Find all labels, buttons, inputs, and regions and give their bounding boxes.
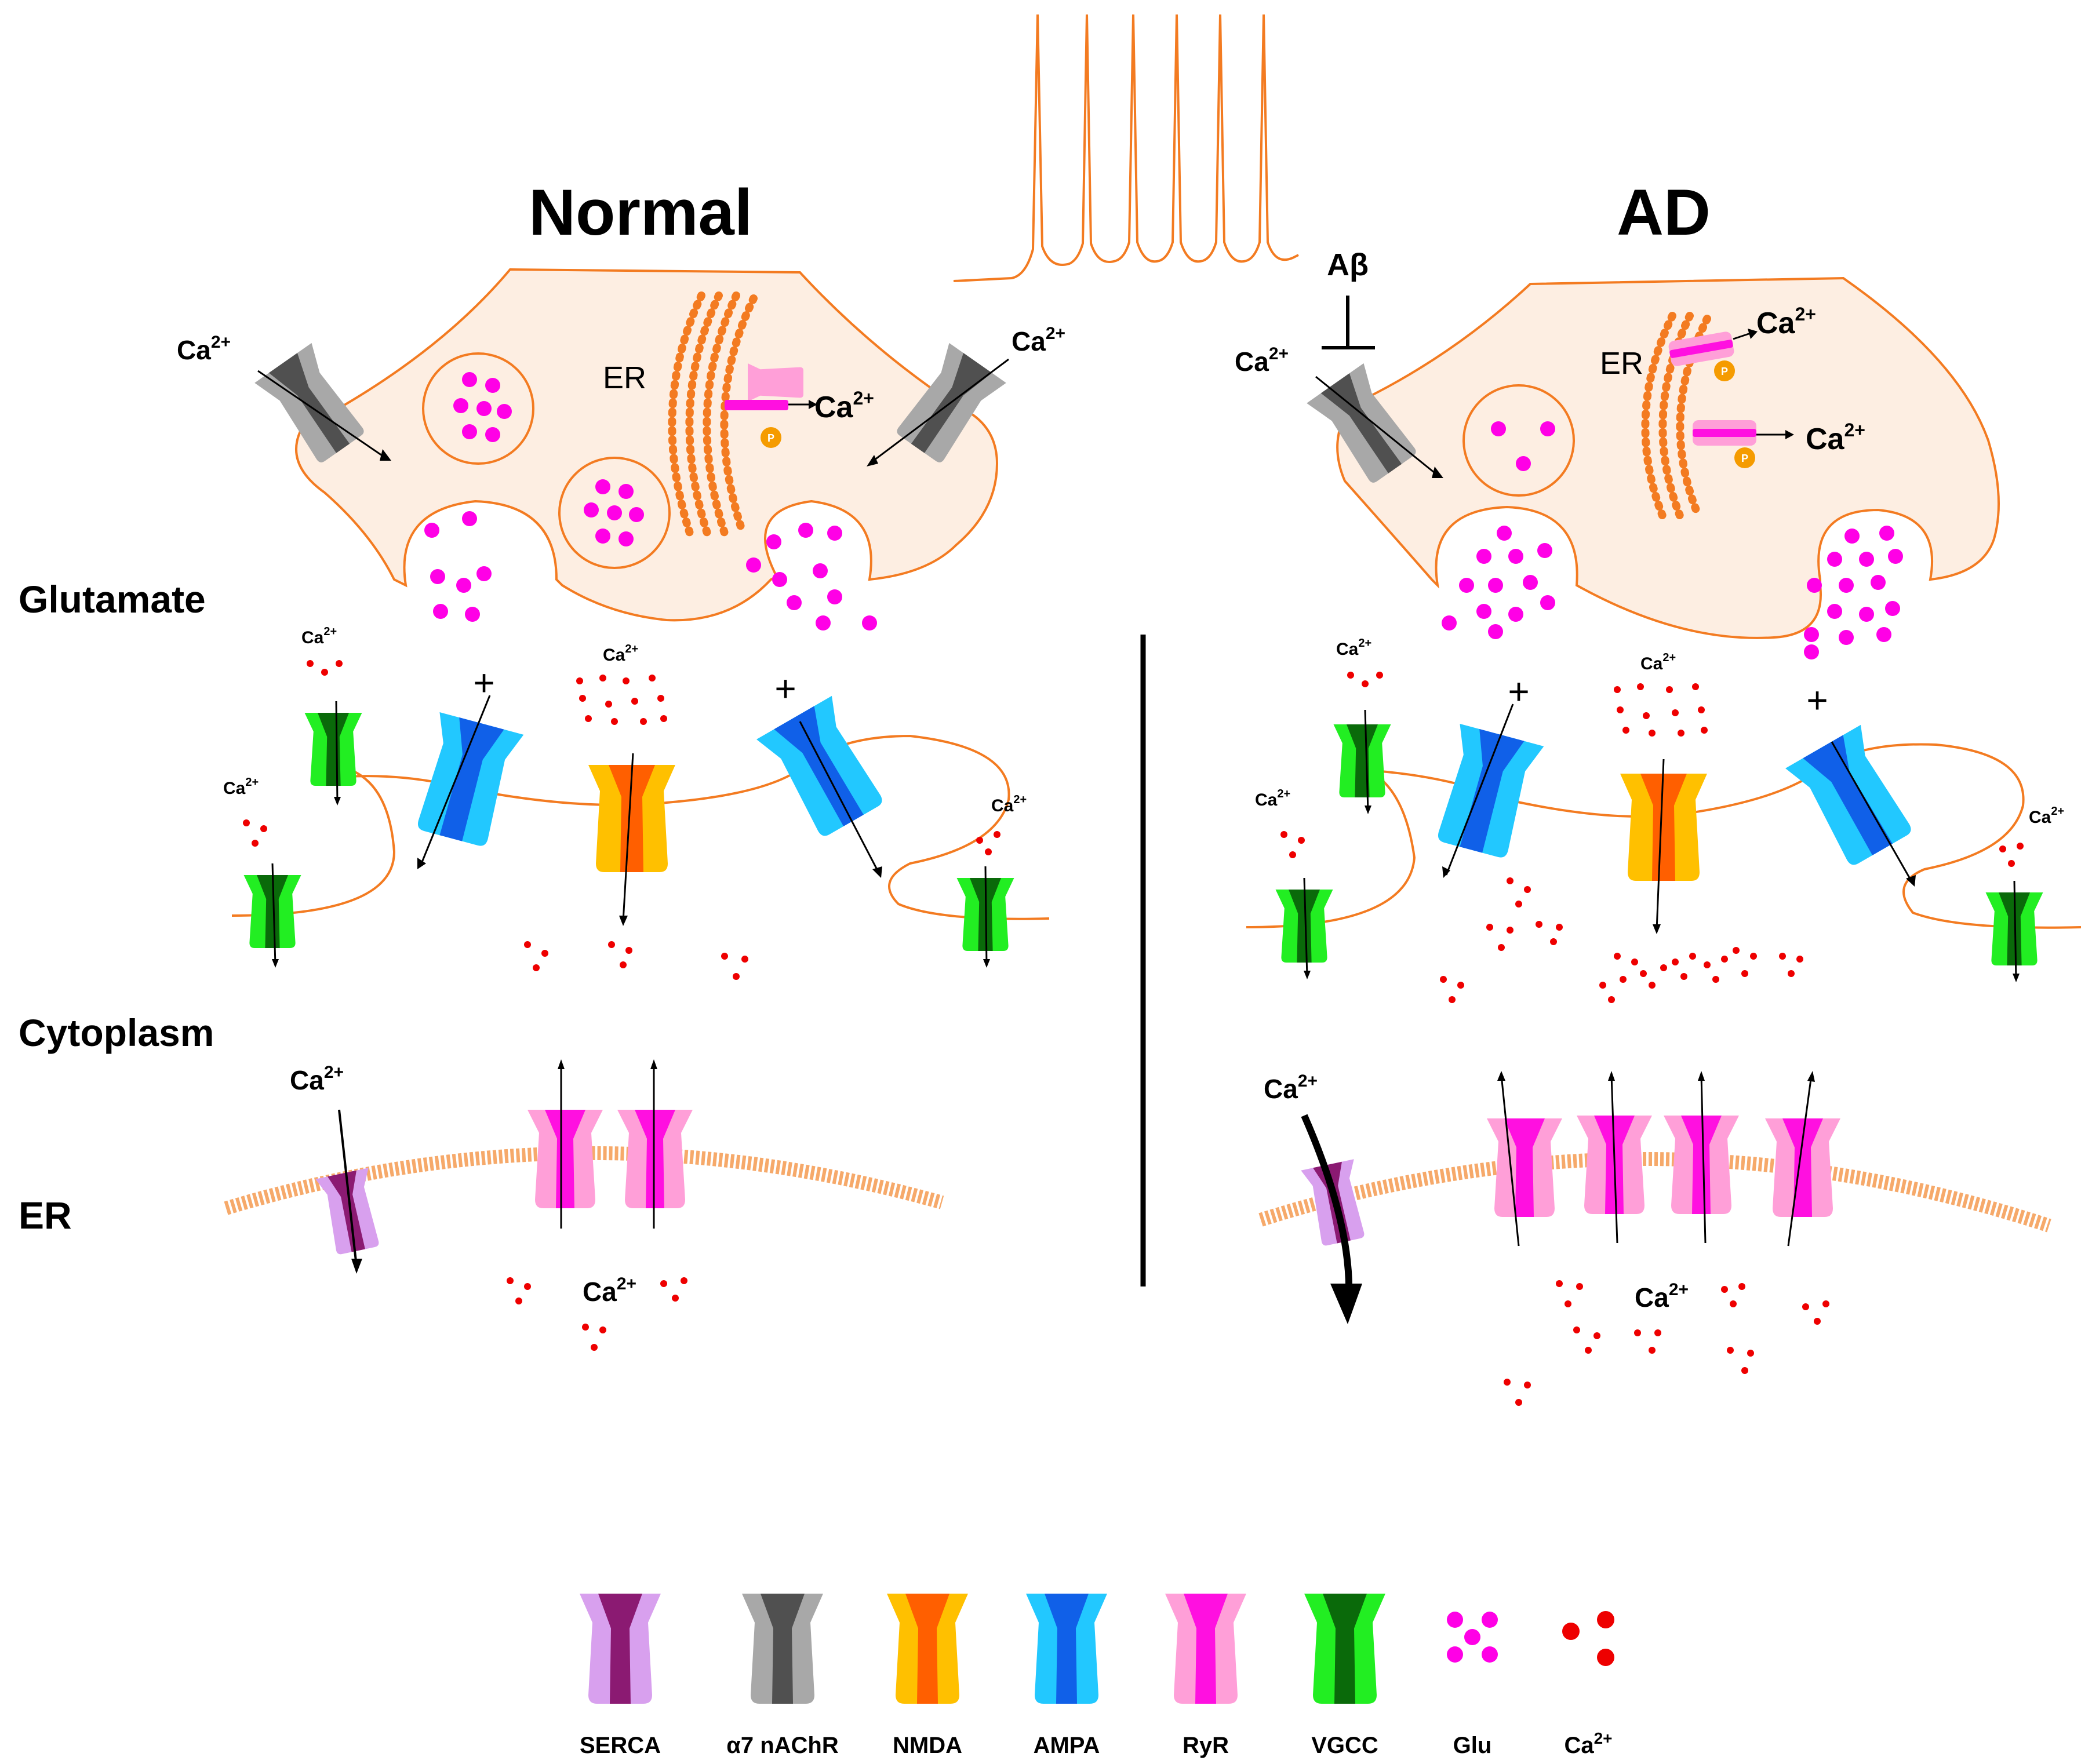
legend-label: AMPA xyxy=(1034,1733,1100,1758)
ca-label-vgcc-ad-right: Ca2+ xyxy=(2029,805,2064,827)
ryr-presynaptic-normal-core xyxy=(725,400,788,410)
ampa-normal-right xyxy=(756,695,882,836)
ca-label-vgcc-ad-left: Ca2+ xyxy=(1255,788,1290,810)
label-glutamate: Glutamate xyxy=(19,578,206,621)
legend-item-ampa: AMPA xyxy=(1026,1594,1107,1758)
phospho-label-ad-1: P xyxy=(1721,366,1728,377)
er-stack-normal xyxy=(668,291,758,537)
ca-label-nmda-normal: Ca2+ xyxy=(603,643,638,665)
ca-label-vgcc-normal-top: Ca2+ xyxy=(301,625,337,647)
panel-title-normal: Normal xyxy=(529,176,752,249)
ca-label-nachr-ad: Ca2+ xyxy=(1235,344,1289,377)
serca-normal xyxy=(315,1168,379,1255)
vgcc-ad-top xyxy=(1333,724,1391,797)
plus-sign-ad-left: + xyxy=(1508,670,1529,712)
abeta-label: Aβ xyxy=(1327,247,1369,282)
phospho-label-normal: P xyxy=(767,432,774,444)
panel-title-ad: AD xyxy=(1617,176,1711,249)
ca-label-ryr-ad-2: Ca2+ xyxy=(1806,420,1865,456)
legend-item-vgcc: VGCC xyxy=(1304,1594,1385,1758)
ryr-er-normal-1 xyxy=(527,1110,603,1208)
plus-sign-normal-left: + xyxy=(473,662,494,704)
vgcc-normal-top xyxy=(304,713,362,786)
legend-item--7-nachr: α7 nAChR xyxy=(726,1594,839,1758)
legend-label: RyR xyxy=(1183,1733,1229,1758)
label-cytoplasm: Cytoplasm xyxy=(19,1011,214,1054)
legend: SERCA α7 nAChR NMDA AMPA RyR VGCC Glu Ca2+ xyxy=(580,1594,1614,1758)
legend-item-nmda: NMDA xyxy=(887,1594,968,1758)
legend-item-ca2-: Ca2+ xyxy=(1562,1611,1614,1758)
ampa-ad-left xyxy=(1438,723,1544,858)
legend-label: VGCC xyxy=(1311,1733,1378,1758)
glu-vesicle-ad-1 xyxy=(1491,421,1555,471)
ryr-er-ad-1 xyxy=(1487,1118,1562,1217)
postsynaptic-membrane-ad xyxy=(1246,743,2082,929)
ca-label-ryr-normal: Ca2+ xyxy=(814,388,874,424)
ryr-presynaptic-ad-2 xyxy=(1693,420,1756,468)
er-label-ad: ER xyxy=(1600,346,1643,381)
abeta-inhibition-symbol xyxy=(1322,296,1375,349)
vgcc-normal-bottom-left xyxy=(243,875,301,948)
legend-item-glu: Glu xyxy=(1447,1612,1498,1758)
ca-label-nmda-ad: Ca2+ xyxy=(1640,651,1676,673)
vgcc-ad-bottom-left xyxy=(1275,890,1333,963)
ca-label-er-ad: Ca2+ xyxy=(1635,1280,1689,1313)
legend-item-ryr: RyR xyxy=(1165,1594,1246,1758)
plus-sign-normal-right: + xyxy=(774,668,796,709)
glu-release-ad-left xyxy=(1442,526,1555,639)
ca-ions-ad-post xyxy=(1280,672,2024,1003)
ca-label-serca-normal: Ca2+ xyxy=(290,1063,344,1095)
legend-item-serca: SERCA xyxy=(580,1594,661,1758)
glu-vesicle-normal-2 xyxy=(584,479,644,546)
ca-label-nachr-normal-right: Ca2+ xyxy=(1012,324,1065,356)
glu-release-ad-right xyxy=(1804,526,1903,659)
phospho-site-normal xyxy=(761,427,781,448)
legend-label: α7 nAChR xyxy=(726,1733,839,1758)
er-label-normal: ER xyxy=(603,360,646,395)
ampa-normal-left xyxy=(417,712,524,846)
ca-label-ryr-ad-1: Ca2+ xyxy=(1756,304,1816,340)
legend-label: SERCA xyxy=(580,1733,661,1758)
er-membrane-ad xyxy=(1258,1152,2051,1233)
ca-label-serca-ad: Ca2+ xyxy=(1264,1071,1318,1104)
ryr-er-ad-4 xyxy=(1765,1118,1840,1217)
postsynaptic-membrane-normal xyxy=(231,734,1050,920)
ryr-er-ad-3 xyxy=(1664,1116,1739,1214)
ryr-presynaptic-normal xyxy=(748,363,803,402)
ca-label-er-normal: Ca2+ xyxy=(583,1274,636,1307)
nmda-ad xyxy=(1620,774,1707,881)
label-er: ER xyxy=(19,1194,72,1237)
ampa-ad-right xyxy=(1785,724,1911,865)
plus-sign-ad-right: + xyxy=(1806,679,1828,721)
ryr-er-normal-2 xyxy=(617,1110,693,1208)
ca-label-vgcc-ad-top: Ca2+ xyxy=(1336,637,1371,659)
glu-release-normal-left xyxy=(424,511,492,622)
nmda-normal xyxy=(588,765,675,872)
legend-label: Glu xyxy=(1453,1733,1492,1758)
glu-release-normal-right xyxy=(746,523,877,630)
ca-ions-normal-post xyxy=(243,660,1000,980)
phospho-label-ad-2: P xyxy=(1741,453,1748,464)
ryr-presynaptic-ad-1 xyxy=(1668,331,1735,381)
glu-vesicle-normal-1 xyxy=(453,372,512,442)
legend-label: NMDA xyxy=(893,1733,962,1758)
ca-label-vgcc-normal-left: Ca2+ xyxy=(223,776,259,798)
presynaptic-terminal-normal xyxy=(295,268,999,622)
legend-label: Ca2+ xyxy=(1564,1729,1612,1758)
ca-ions-er-ad xyxy=(1504,1280,1829,1406)
ca-label-nachr-normal-left: Ca2+ xyxy=(177,333,231,365)
action-potential-trace xyxy=(953,14,1299,282)
nachr-normal-left xyxy=(254,342,364,462)
ca-ions-er-normal xyxy=(507,1277,687,1351)
ca-label-vgcc-normal-right: Ca2+ xyxy=(991,793,1027,815)
